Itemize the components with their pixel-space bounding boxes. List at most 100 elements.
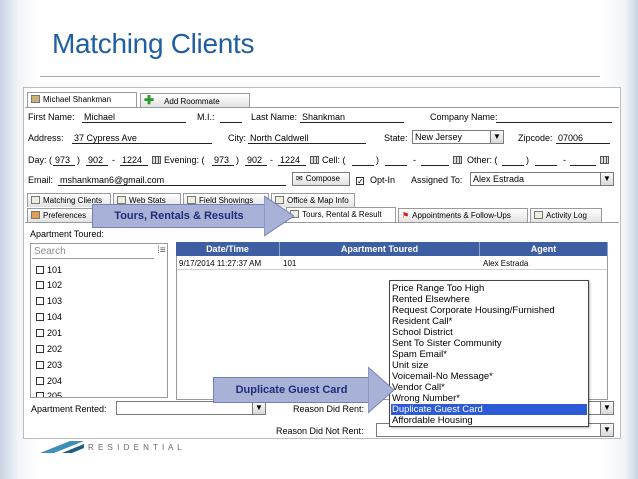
- unit-203[interactable]: 203: [36, 359, 62, 371]
- person-icon: [31, 95, 40, 103]
- email-field[interactable]: mshankman6@gmail.com: [58, 175, 286, 186]
- unit-204[interactable]: 204: [36, 375, 62, 387]
- tab-preferences[interactable]: Preferences: [27, 208, 99, 222]
- other-line[interactable]: [570, 155, 596, 166]
- city-label: City:: [228, 133, 246, 143]
- paren-close: ): [526, 155, 529, 165]
- cell-area-code[interactable]: [352, 155, 374, 166]
- evening-area-code[interactable]: 973: [212, 155, 234, 166]
- zipcode-label: Zipcode:: [518, 133, 553, 143]
- tab-web-stats[interactable]: Web Stats: [113, 193, 181, 207]
- apartment-search-input[interactable]: Search: [32, 245, 154, 259]
- option-wrong-number[interactable]: Wrong Number*: [392, 393, 460, 404]
- option-spam-email[interactable]: Spam Email*: [392, 349, 447, 360]
- cell-phone-label: Cell: (: [322, 155, 346, 165]
- evening-line[interactable]: 1224: [278, 155, 306, 166]
- unit-label: 203: [47, 360, 63, 370]
- day-prefix[interactable]: 902: [86, 155, 108, 166]
- phone-book-icon[interactable]: [149, 155, 161, 166]
- client-tab-label: Michael Shankman: [43, 95, 112, 104]
- tab-tours-rental-result[interactable]: Tours, Rental & Result: [286, 207, 396, 222]
- day-area-code[interactable]: 973: [53, 155, 75, 166]
- add-roommate-tab[interactable]: ✚Add Roommate: [140, 93, 250, 107]
- unit-101[interactable]: 101: [36, 264, 62, 276]
- option-affordable-housing[interactable]: Affordable Housing: [392, 415, 473, 426]
- unit-label: 103: [47, 296, 63, 306]
- unit-205[interactable]: 205: [36, 390, 62, 397]
- phone-book-icon[interactable]: [597, 155, 609, 166]
- dash: -: [413, 155, 416, 165]
- option-sister-community[interactable]: Sent To Sister Community: [392, 338, 502, 349]
- unit-label: 101: [47, 265, 63, 275]
- state-label: State:: [384, 133, 408, 143]
- cell-line[interactable]: [421, 155, 449, 166]
- list-sort-icon[interactable]: ⁞≡: [157, 245, 166, 256]
- option-vendor-call[interactable]: Vendor Call*: [392, 382, 445, 393]
- phone-book-icon[interactable]: [450, 155, 462, 166]
- tab-label: Preferences: [43, 211, 87, 220]
- tab-matching-clients[interactable]: Matching Clients: [27, 193, 111, 207]
- reason-options-dropdown: [389, 280, 589, 427]
- unit-label: 102: [47, 280, 63, 290]
- company-name-field[interactable]: [496, 112, 612, 123]
- evening-prefix[interactable]: 902: [245, 155, 267, 166]
- compose-button[interactable]: ✉Compose: [292, 172, 350, 186]
- first-name-field[interactable]: Michael: [82, 112, 186, 123]
- option-resident-call[interactable]: Resident Call*: [392, 316, 453, 327]
- unit-202[interactable]: 202: [36, 343, 62, 355]
- tab-client-michael[interactable]: Michael Shankman: [27, 92, 137, 107]
- unit-label: 202: [47, 344, 63, 354]
- state-select[interactable]: New Jersey ▼: [412, 130, 504, 144]
- unit-label: 201: [47, 328, 63, 338]
- other-prefix[interactable]: [535, 155, 557, 166]
- option-duplicate-guest-card[interactable]: Duplicate Guest Card: [391, 404, 587, 415]
- unit-103[interactable]: 103: [36, 295, 62, 307]
- day-line[interactable]: 1224: [120, 155, 148, 166]
- zipcode-field[interactable]: 07006: [556, 133, 610, 144]
- callout-tours: Tours, Rentals & Results: [92, 204, 266, 228]
- other-area-code[interactable]: [502, 155, 524, 166]
- opt-in-checkbox[interactable]: ✓: [356, 177, 364, 186]
- column-header-agent[interactable]: Agent: [480, 242, 608, 256]
- tab-office-map-info[interactable]: Office & Map Info: [271, 193, 355, 207]
- city-field[interactable]: North Caldwell: [248, 133, 366, 144]
- column-header-apartment[interactable]: Apartment Toured: [280, 242, 480, 256]
- apartment-rented-select[interactable]: ▼: [116, 401, 266, 415]
- row-datetime: 9/17/2014 11:27:37 AM: [179, 259, 262, 268]
- mi-label: M.I.:: [197, 112, 215, 122]
- option-unit-size[interactable]: Unit size: [392, 360, 429, 371]
- option-school-district[interactable]: School District: [392, 327, 453, 338]
- column-header-datetime[interactable]: Date/Time: [176, 242, 280, 256]
- option-price-range[interactable]: Price Range Too High: [392, 283, 485, 294]
- unit-201[interactable]: 201: [36, 327, 62, 339]
- tab-label: Activity Log: [546, 211, 587, 220]
- unit-label: 205: [47, 391, 63, 397]
- tab-field-showings[interactable]: Field Showings: [183, 193, 269, 207]
- tab-activity-log[interactable]: Activity Log: [530, 208, 602, 222]
- assigned-to-value: Alex Estrada: [473, 174, 525, 184]
- paren-close: ): [376, 155, 379, 165]
- mi-field[interactable]: [220, 112, 242, 123]
- tab-appointments-follow-ups[interactable]: ⚑Appointments & Follow-Ups: [398, 208, 528, 222]
- option-rented-elsewhere[interactable]: Rented Elsewhere: [392, 294, 470, 305]
- map-icon: [275, 196, 284, 204]
- address-label: Address:: [28, 133, 64, 143]
- company-name-label: Company Name:: [430, 112, 498, 122]
- address-field[interactable]: 37 Cypress Ave: [72, 133, 212, 144]
- reason-did-rent-select[interactable]: ▼: [588, 401, 614, 415]
- option-voicemail[interactable]: Voicemail-No Message*: [392, 371, 493, 382]
- cell-prefix[interactable]: [385, 155, 407, 166]
- last-name-label: Last Name:: [251, 112, 298, 122]
- brand-logo-icon: [40, 441, 84, 453]
- option-corporate-housing[interactable]: Request Corporate Housing/Furnished: [392, 305, 555, 316]
- option-selling-house[interactable]: [391, 426, 587, 427]
- tab-divider: [25, 222, 619, 223]
- tab-divider: [25, 107, 619, 108]
- paren-close: ): [236, 155, 239, 165]
- table-row[interactable]: 9/17/2014 11:27:37 AM 101 Alex Estrada: [177, 258, 607, 270]
- unit-104[interactable]: 104: [36, 311, 62, 323]
- phone-book-icon[interactable]: [307, 155, 319, 166]
- assigned-to-select[interactable]: Alex Estrada ▼: [470, 172, 614, 186]
- unit-102[interactable]: 102: [36, 279, 62, 291]
- last-name-field[interactable]: Shankman: [300, 112, 404, 123]
